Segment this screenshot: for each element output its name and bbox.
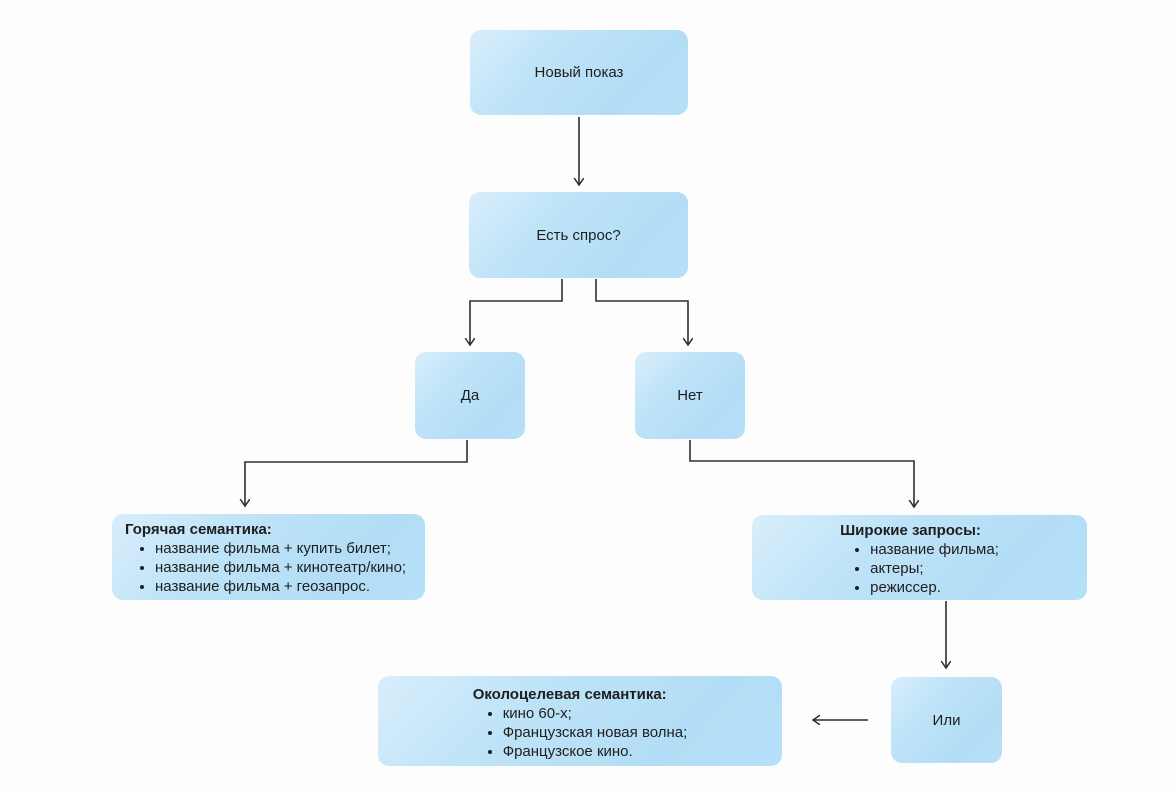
arrow-demand-to-no xyxy=(595,279,688,345)
list-item: название фильма + кинотеатр/кино; xyxy=(155,558,406,577)
node-hot-semantics: Горячая семантика: название фильма + куп… xyxy=(112,514,425,600)
list-item: кино 60-х; xyxy=(503,704,688,723)
node-near-target-semantics: Околоцелевая семантика: кино 60-х; Франц… xyxy=(378,676,782,766)
node-broad-queries: Широкие запросы: название фильма; актеры… xyxy=(752,515,1087,600)
list-item: название фильма + купить билет; xyxy=(155,539,406,558)
arrow-yes-to-hot-semantics xyxy=(245,440,468,506)
node-no-label: Нет xyxy=(677,387,703,404)
list-item: режиссер. xyxy=(870,578,999,597)
node-yes: Да xyxy=(415,352,525,439)
node-no: Нет xyxy=(635,352,745,439)
near-target-semantics-list: кино 60-х; Французская новая волна; Фран… xyxy=(473,704,688,761)
list-item: Французская новая волна; xyxy=(503,723,688,742)
list-item: актеры; xyxy=(870,559,999,578)
hot-semantics-list: название фильма + купить билет; название… xyxy=(125,539,406,596)
node-new-show-label: Новый показ xyxy=(534,64,624,81)
broad-queries-list: название фильма; актеры; режиссер. xyxy=(840,540,999,597)
node-new-show: Новый показ xyxy=(470,30,688,115)
node-broad-queries-title: Широкие запросы: xyxy=(840,522,981,539)
arrow-no-to-broad-queries xyxy=(689,440,914,507)
list-item: название фильма + геозапрос. xyxy=(155,577,406,596)
arrow-demand-to-yes xyxy=(470,279,563,345)
node-demand-question-label: Есть спрос? xyxy=(536,226,621,244)
node-hot-semantics-title: Горячая семантика: xyxy=(125,521,272,538)
list-item: название фильма; xyxy=(870,540,999,559)
node-or: Или xyxy=(891,677,1002,763)
node-or-label: Или xyxy=(932,711,961,729)
node-demand-question: Есть спрос? xyxy=(469,192,688,278)
node-near-target-semantics-title: Околоцелевая семантика: xyxy=(472,686,667,703)
node-yes-label: Да xyxy=(460,387,480,404)
list-item: Французское кино. xyxy=(503,742,688,761)
